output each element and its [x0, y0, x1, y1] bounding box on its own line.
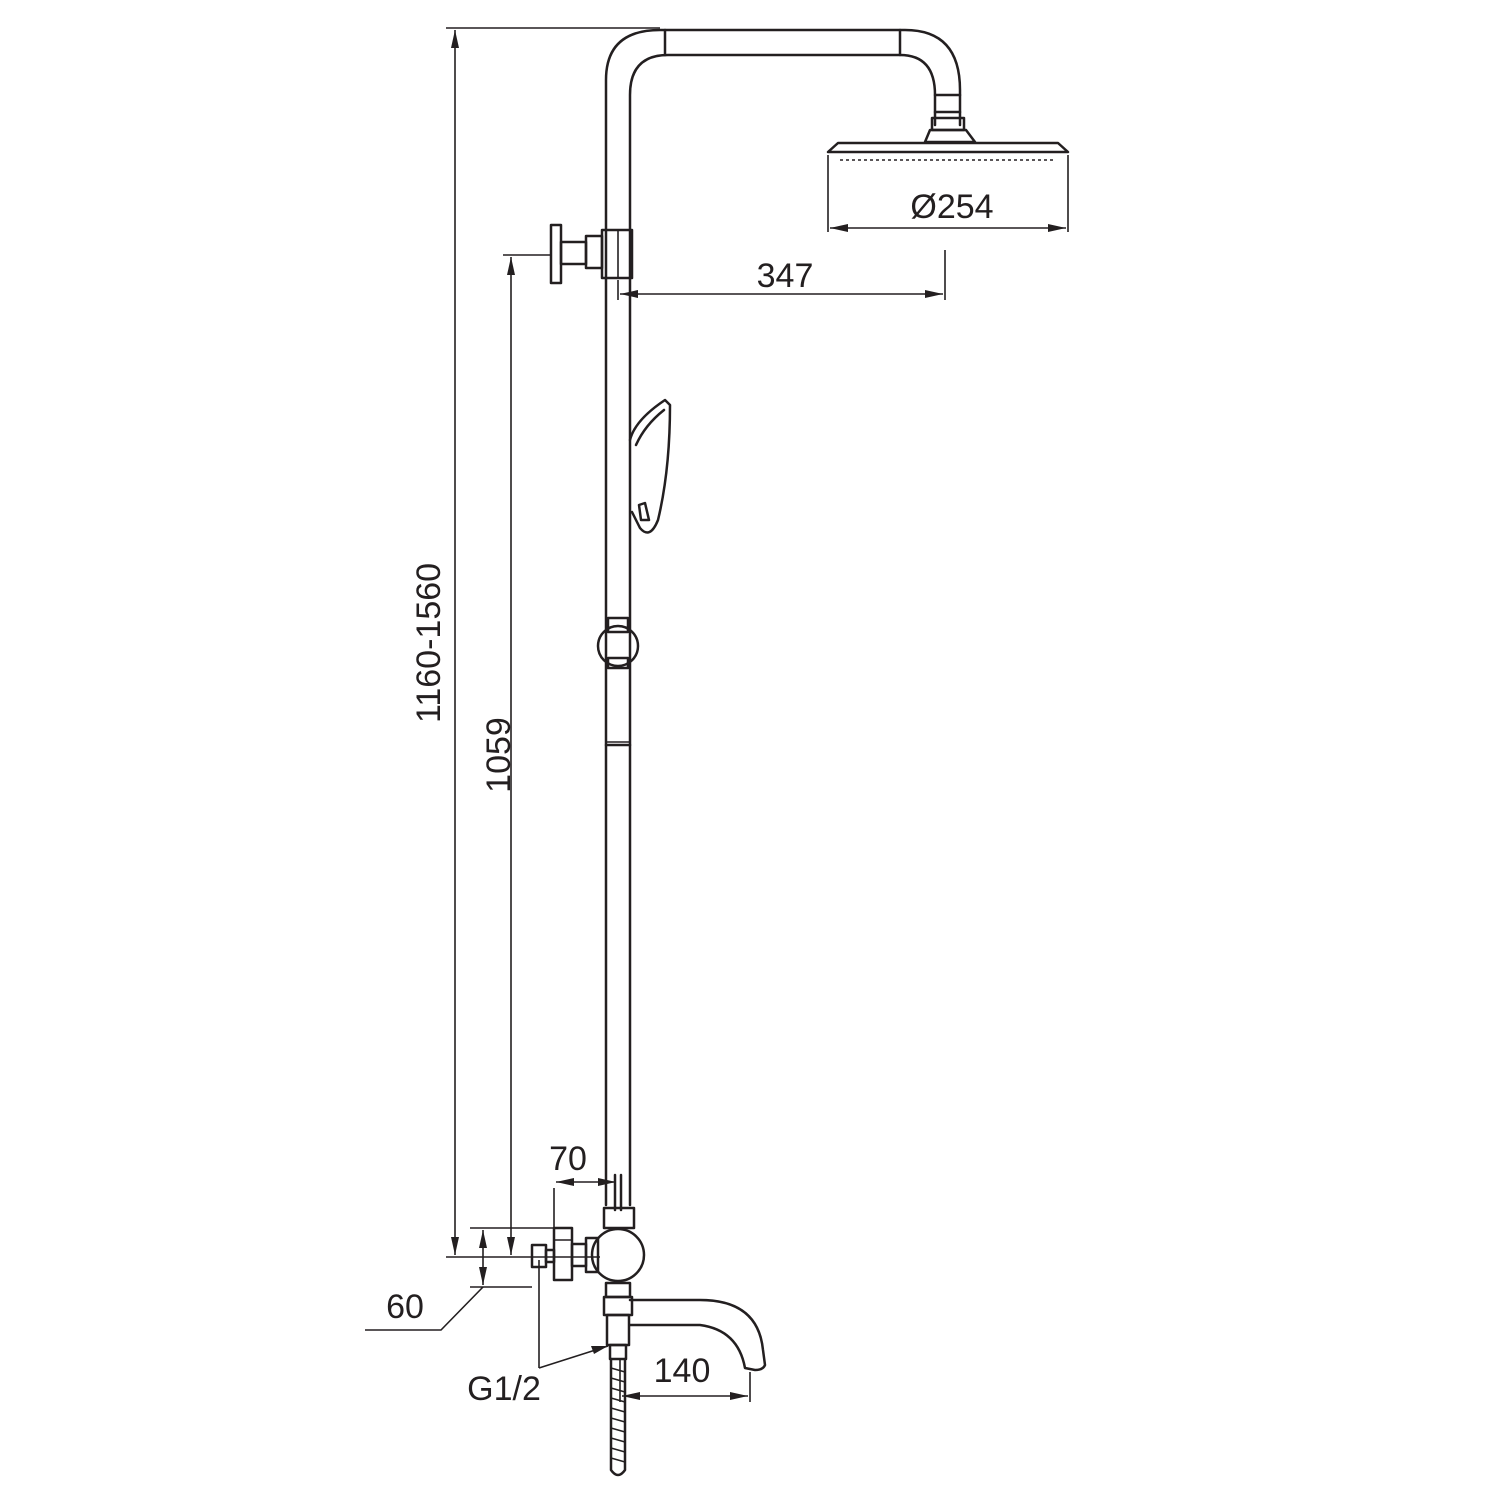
hose: [608, 1343, 628, 1477]
spout-reach-label: 140: [654, 1352, 711, 1390]
slider-holder: [596, 616, 640, 670]
inlet-height-label: 60: [386, 1288, 424, 1326]
hand-shower: [628, 398, 672, 534]
dimension-inlet-thread: G1/2: [467, 1268, 609, 1408]
dimension-inlet-height: 60: [365, 1227, 554, 1331]
overhead-shower-head: [826, 93, 1070, 161]
wall-bracket-top: [549, 223, 634, 285]
dimension-slider-height: 1059: [480, 254, 551, 1255]
dimension-mixer-offset: 70: [549, 1140, 616, 1228]
mixer-valve: [530, 1173, 646, 1347]
total-height-label: 1160-1560: [410, 563, 448, 723]
slider-height-label: 1059: [480, 717, 518, 793]
mixer-offset-label: 70: [549, 1140, 587, 1178]
dimension-head-diameter: Ø254: [827, 155, 1069, 232]
dimension-spout-reach: 140: [619, 1352, 751, 1402]
dimension-arm-reach: 347: [617, 250, 946, 300]
inlet-thread-label: G1/2: [467, 1370, 541, 1408]
arm-reach-label: 347: [757, 257, 814, 295]
bath-spout: [628, 1298, 767, 1372]
dimension-total-height: 1160-1560: [410, 27, 660, 1258]
riser-pipe: [604, 28, 962, 1207]
head-diameter-label: Ø254: [910, 188, 993, 226]
